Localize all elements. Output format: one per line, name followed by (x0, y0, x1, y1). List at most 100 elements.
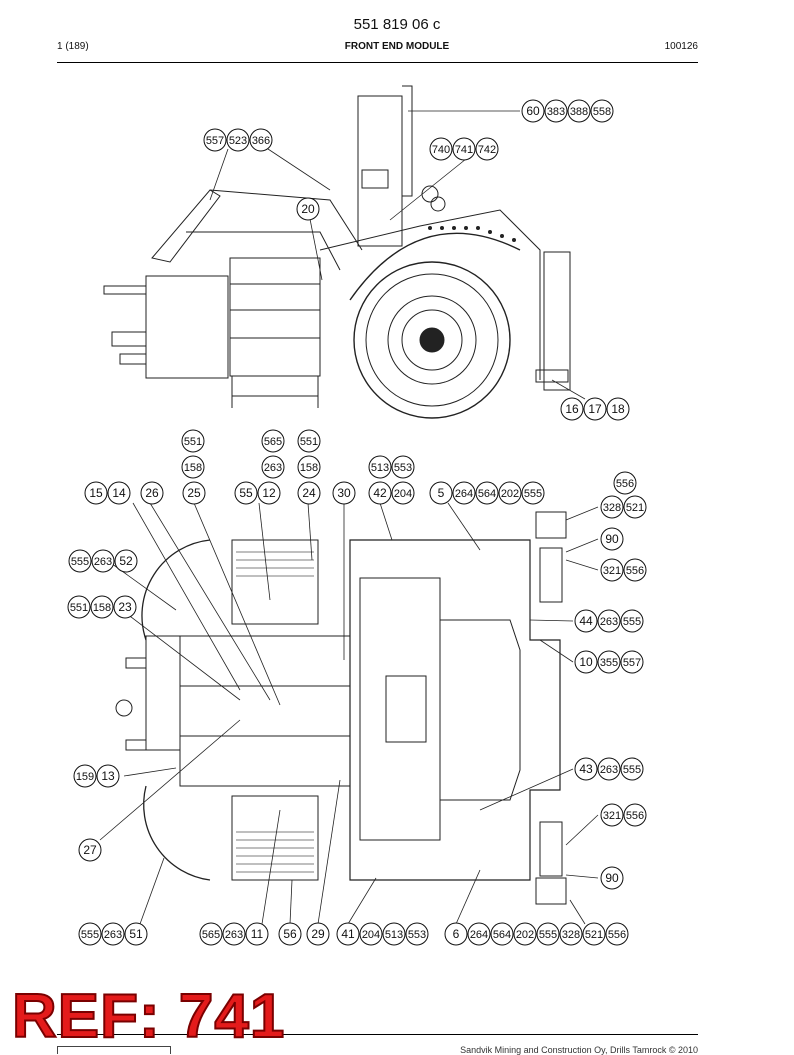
callout-label: 556 (608, 929, 626, 941)
callout-group-c24: 24 (297, 481, 321, 505)
callout-label: 12 (262, 486, 276, 500)
callout-label: 204 (394, 488, 412, 500)
callout-label: 10 (579, 655, 593, 669)
side-view (103, 85, 571, 419)
callout-label: 90 (605, 871, 619, 885)
callout-circle (582, 922, 606, 946)
callout-label: 556 (626, 565, 644, 577)
callout-label: 25 (187, 486, 201, 500)
brand-logo (57, 1046, 171, 1054)
callout-label: 55 (239, 486, 253, 500)
callout-group-c25: 25 (182, 481, 206, 505)
callout-label: 204 (362, 929, 380, 941)
callout-circle (391, 481, 415, 505)
callout-label: 556 (616, 478, 634, 490)
callout-circle (560, 397, 584, 421)
callout-label: 264 (470, 929, 488, 941)
callout-circle (600, 495, 624, 519)
callout-label: 6 (453, 927, 460, 941)
callout-circle (261, 455, 285, 479)
callout-circle (278, 922, 302, 946)
callout-circle (597, 609, 621, 633)
callout-label: 383 (547, 106, 565, 118)
callout-label: 741 (455, 144, 473, 156)
footer-rule (57, 1034, 698, 1035)
callout-group-c26: 26 (140, 481, 164, 505)
callout-label: 26 (145, 486, 159, 500)
callout-label: 556 (626, 810, 644, 822)
callout-circle (475, 481, 499, 505)
callout-label: 60 (526, 104, 540, 118)
module-title: FRONT END MODULE (344, 41, 450, 52)
copyright-text: Sandvik Mining and Construction Oy, Dril… (460, 1045, 698, 1055)
callout-circle (623, 803, 647, 827)
callout-circle (234, 481, 258, 505)
callout-label: 263 (104, 929, 122, 941)
callout-label: 52 (119, 554, 133, 568)
callout-circle (606, 397, 630, 421)
callout-circle (78, 838, 102, 862)
callout-circle (590, 99, 614, 123)
callout-group-c551b: 551 (297, 429, 321, 453)
callout-circle (114, 549, 138, 573)
callout-group-c90a: 90 (600, 527, 624, 551)
callout-circle (405, 922, 429, 946)
callout-label: 328 (562, 929, 580, 941)
callout-label: 565 (264, 436, 282, 448)
callout-label: 521 (626, 502, 644, 514)
callout-label: 558 (593, 106, 611, 118)
callout-circle (600, 527, 624, 551)
callout-group-c55: 55 12 (234, 481, 281, 505)
callout-circle (257, 481, 281, 505)
callout-label: 158 (184, 462, 202, 474)
callout-circle (567, 99, 591, 123)
callout-label: 44 (579, 614, 593, 628)
callout-circle (452, 137, 476, 161)
callout-circle (475, 137, 499, 161)
callout-group-c27: 27 (78, 838, 102, 862)
callout-circle (613, 471, 637, 495)
callout-label: 555 (623, 616, 641, 628)
callout-label: 263 (94, 556, 112, 568)
callout-circle (574, 650, 598, 674)
callout-circle (140, 481, 164, 505)
callout-circle (490, 922, 514, 946)
callout-circle (84, 481, 108, 505)
callout-group-c56: 56 (278, 922, 302, 946)
callout-label: 202 (516, 929, 534, 941)
callout-circle (199, 922, 223, 946)
callout-label: 551 (70, 602, 88, 614)
callout-label: 43 (579, 762, 593, 776)
callout-label: 263 (225, 929, 243, 941)
callout-circle (583, 397, 607, 421)
callout-circle (559, 922, 583, 946)
callout-label: 551 (184, 436, 202, 448)
callout-circle (182, 481, 206, 505)
callout-circle (332, 481, 356, 505)
callout-label: 90 (605, 532, 619, 546)
callout-label: 321 (603, 810, 621, 822)
callout-group-c551a: 551 (181, 429, 205, 453)
callout-circle (544, 99, 568, 123)
callout-circle (203, 128, 227, 152)
callout-label: 13 (101, 769, 115, 783)
callout-circle (124, 922, 148, 946)
callout-circle (261, 429, 285, 453)
callout-group-c556a: 556 (613, 471, 637, 495)
callout-label: 264 (455, 488, 473, 500)
callout-circle (429, 481, 453, 505)
callout-label: 513 (371, 462, 389, 474)
callout-circle (600, 803, 624, 827)
callout-circle (521, 481, 545, 505)
leader-lines (99, 110, 599, 925)
